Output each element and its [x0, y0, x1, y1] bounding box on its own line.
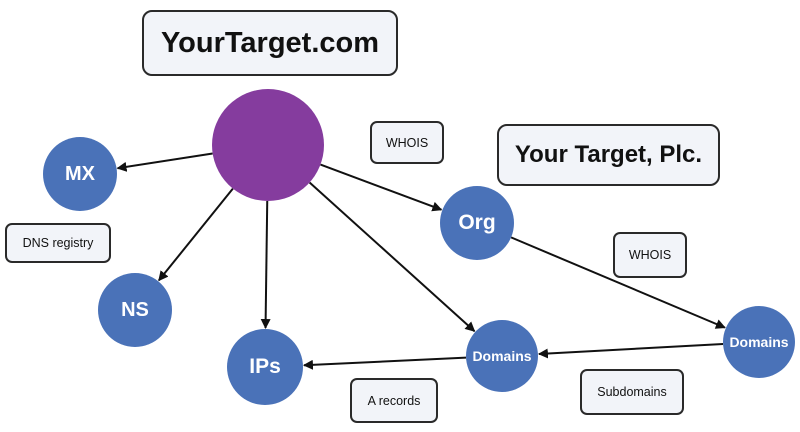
whois-label-box-2: WHOIS — [613, 232, 687, 278]
mx-node: MX — [43, 137, 117, 211]
whois-label-box: WHOIS — [370, 121, 444, 164]
dns-registry-label-box: DNS registry — [5, 223, 111, 263]
ns-node: NS — [98, 273, 172, 347]
subdomains-label-box: Subdomains — [580, 369, 684, 415]
target-domain-box: YourTarget.com — [142, 10, 398, 76]
domains-node: Domains — [466, 320, 538, 392]
edge-root-to-mx — [116, 152, 213, 172]
edge-root-to-ips — [260, 200, 271, 330]
a-records-label-box: A records — [350, 378, 438, 423]
target-company-box: Your Target, Plc. — [497, 124, 720, 186]
edge-domains-1-to-ips — [302, 356, 467, 370]
edge-root-to-org — [320, 163, 443, 212]
edge-root-to-ns — [158, 187, 234, 282]
domains-node-2: Domains — [723, 306, 795, 378]
edge-root-to-domains-1 — [308, 181, 476, 332]
root-node — [212, 89, 324, 201]
ips-node: IPs — [227, 329, 303, 405]
edge-org-to-domains-2 — [510, 236, 726, 329]
edge-domains-2-to-domains-1 — [537, 342, 724, 359]
org-node: Org — [440, 186, 514, 260]
